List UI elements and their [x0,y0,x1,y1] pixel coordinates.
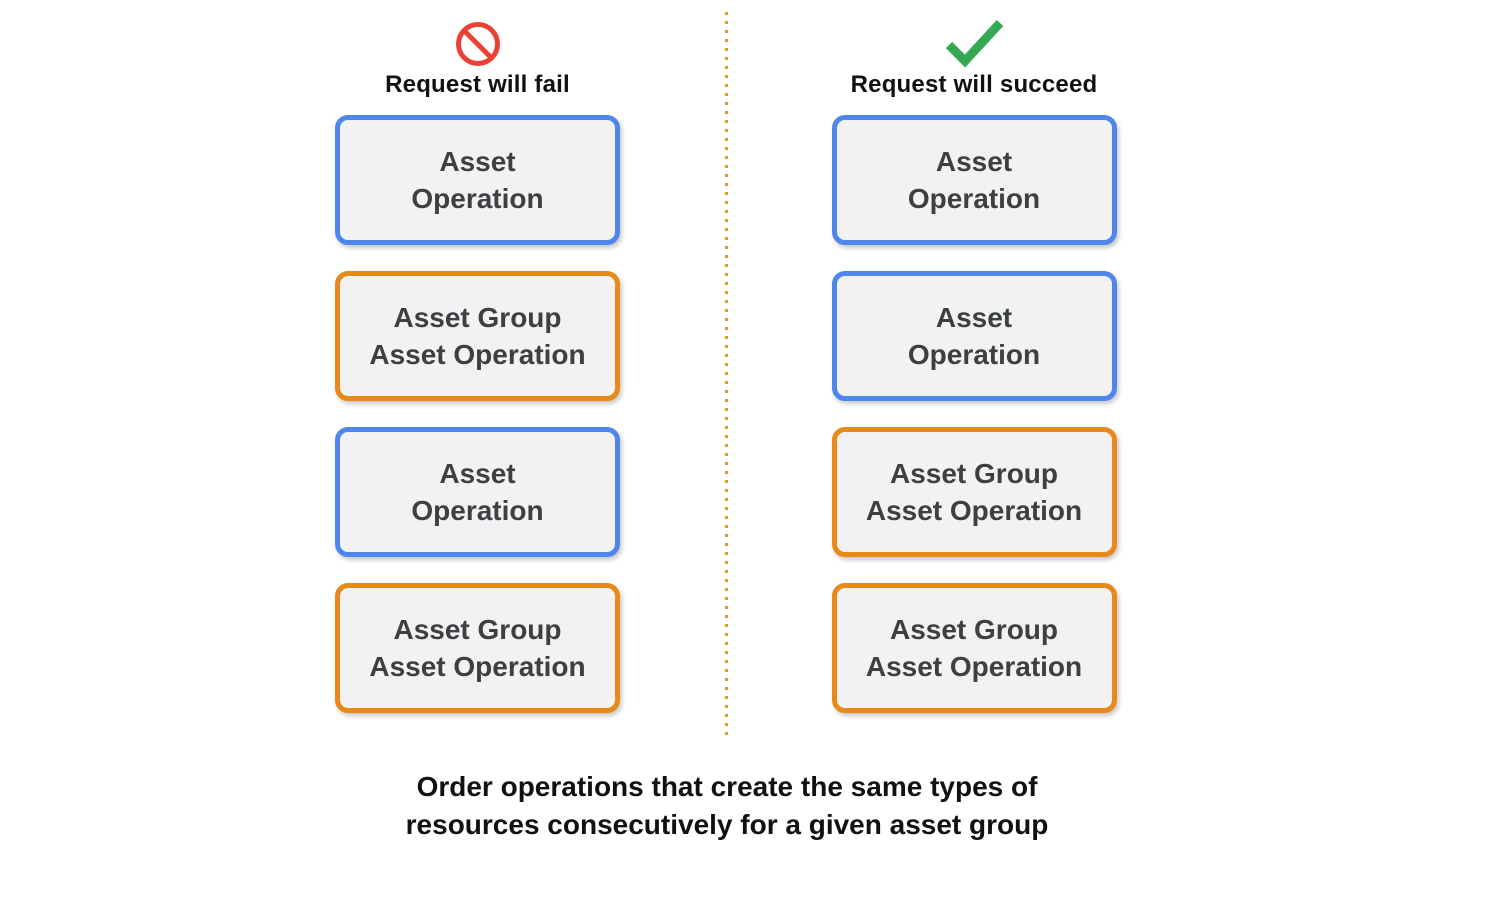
column-request-will-succeed: Request will succeed Asset Operation Ass… [830,14,1118,713]
node-label-line: Asset [439,146,516,177]
node-asset-operation: Asset Operation [831,115,1117,245]
node-asset-group-asset-operation: Asset Group Asset Operation [831,583,1117,713]
caption-line-2: resources consecutively for a given asse… [405,809,1049,840]
node-label-line: Operation [907,339,1041,370]
node-label-line: Asset Group [889,458,1059,489]
node-asset-operation: Asset Operation [831,271,1117,401]
node-label-line: Asset Group [393,614,562,645]
fail-column-boxes: Asset Operation Asset Group Asset Operat… [335,115,620,713]
node-asset-operation: Asset Operation [335,115,620,245]
column-request-will-fail: Request will fail Asset Operation Asset … [335,14,620,713]
caption-line-1: Order operations that create the same ty… [416,771,1038,802]
node-label-line: Asset Operation [369,339,586,370]
prohibition-icon [454,14,502,68]
node-asset-group-asset-operation: Asset Group Asset Operation [335,583,620,713]
node-asset-group-asset-operation: Asset Group Asset Operation [831,427,1117,557]
node-asset-group-asset-operation: Asset Group Asset Operation [335,271,620,401]
node-label-line: Asset Operation [865,495,1083,526]
fail-column-title: Request will fail [385,71,570,98]
check-icon [942,14,1006,68]
succeed-column-title: Request will succeed [850,71,1098,98]
dotted-divider [725,12,728,740]
diagram-caption: Order operations that create the same ty… [0,768,1454,844]
node-label-line: Asset [935,302,1013,333]
node-label-line: Operation [411,495,544,526]
node-label-line: Asset [439,458,516,489]
node-label-line: Asset Group [889,614,1059,645]
node-label-line: Operation [907,183,1041,214]
succeed-column-boxes: Asset Operation Asset Operation Asset Gr… [831,115,1117,713]
node-label-line: Asset Operation [865,651,1083,682]
node-label-line: Asset [935,146,1013,177]
node-label-line: Operation [411,183,544,214]
node-label-line: Asset Group [393,302,562,333]
node-label-line: Asset Operation [369,651,586,682]
node-asset-operation: Asset Operation [335,427,620,557]
